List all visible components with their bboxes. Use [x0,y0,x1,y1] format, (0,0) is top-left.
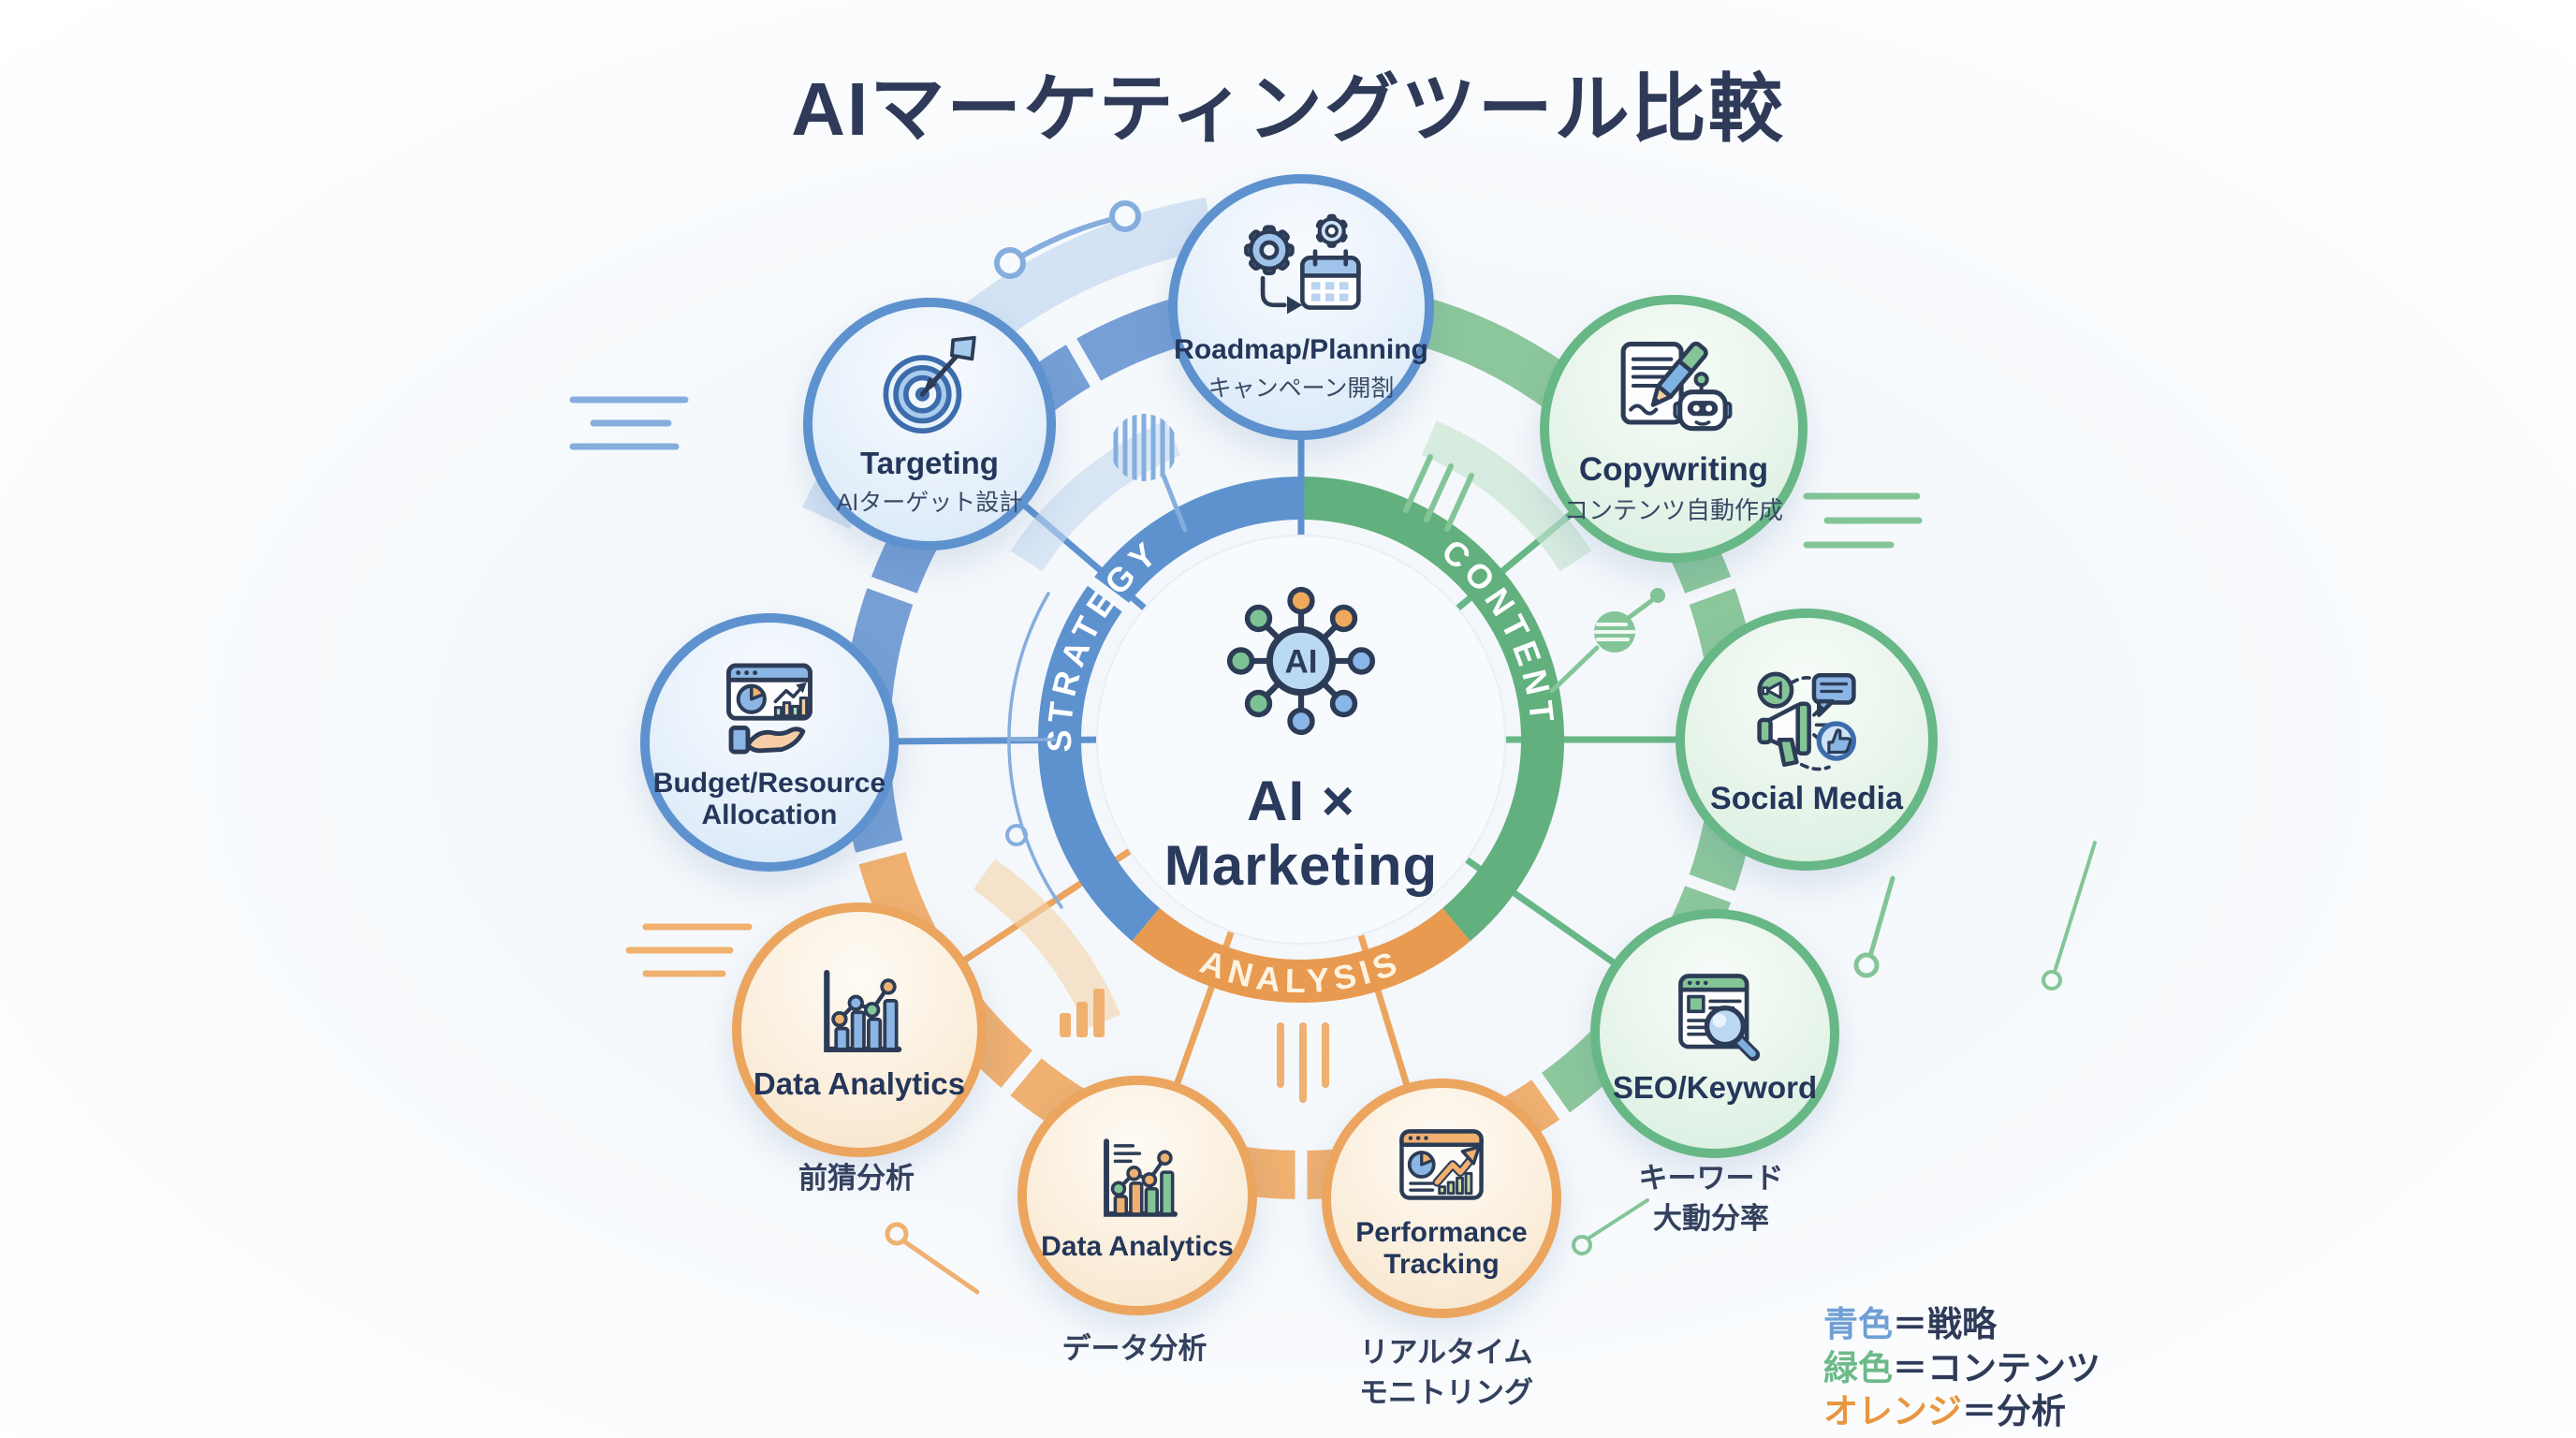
node-label: Data Analytics [1041,1231,1234,1263]
page-magnifier-icon [1678,973,1761,1061]
caption-data-analytics-bottom: データ分析 [1061,1332,1208,1365]
center-title: AI × Marketing [1164,770,1439,897]
inner-ring-analysis-arc [1132,907,1471,1003]
node-targeting: Targeting AIターゲット設計 [803,298,1056,550]
node-sublabel: キャンペーン開剳 [1208,374,1395,402]
legend-swatch-orange: オレンジ [1823,1392,1962,1431]
inner-ring-strategy-arc [1037,477,1302,942]
ai-network-hub-icon: AI [1226,586,1376,736]
pen-robot-icon [1620,341,1733,432]
caption-line: リアルタイム [1359,1336,1533,1369]
swoosh-orange-mid [973,858,1121,1030]
node-performance-tracking: Performance Tracking [1322,1078,1561,1318]
legend-swatch-blue: 青色 [1823,1305,1893,1343]
green-circle-decoration [1853,952,1880,978]
orange-vertical-ticks [1277,1022,1329,1103]
blue-connector-dot [1109,200,1141,232]
caption-line: モニトリング [1359,1375,1533,1409]
node-label: Budget/Resource [652,768,886,800]
node-label: Data Analytics [753,1065,966,1101]
node-data-analytics-bottom: Data Analytics [1017,1076,1257,1315]
orange-line-decoration [901,1239,980,1295]
legend-item-analysis: オレンジ＝分析 [1823,1390,2100,1434]
green-circle-decoration [1572,1235,1592,1255]
legend-value: ＝コンテンツ [1893,1348,2100,1387]
blue-dot-decoration [1005,824,1028,846]
caption-performance-tracking: リアルタイム モニトリング [1306,1333,1587,1414]
node-label: Social Media [1710,780,1903,816]
green-line-decoration [1868,875,1895,956]
orange-mini-bars-icon [1060,989,1105,1037]
node-sublabel: コンテンツ自動作成 [1563,496,1783,525]
green-line-decoration [2054,841,2097,971]
blue-speed-lines [569,396,689,450]
dashboard-hand-icon [726,663,812,755]
node-budget-resource-allocation: Budget/Resource Allocation [640,613,899,872]
legend-value: ＝戦略 [1893,1305,1997,1343]
caption-line: キーワード [1638,1162,1784,1195]
legend-swatch-green: 緑色 [1823,1348,1893,1387]
bar-line-chart-icon [1104,1138,1178,1218]
thin-blue-arc [1007,592,1063,909]
center-circle [1096,535,1506,945]
green-diagonal-lines [1403,454,1474,532]
green-circle-decoration [2042,970,2062,990]
orange-speed-lines [625,923,753,977]
swoosh-green-mid [1421,420,1592,572]
node-label: Allocation [701,800,838,830]
node-label: Copywriting [1578,450,1769,488]
node-seo-keyword: SEO/Keyword [1590,909,1839,1158]
bar-line-chart-icon [824,969,902,1052]
node-label: Targeting [860,445,999,480]
node-copywriting: Copywriting コンテンツ自動作成 [1540,295,1808,563]
node-label: Roadmap/Planning [1174,334,1428,366]
node-label: SEO/Keyword [1612,1069,1818,1105]
green-node-decoration [1549,588,1665,694]
center-hub: AI AI × Marketing [1114,582,1488,898]
legend-value: ＝分析 [1962,1392,2066,1431]
blue-connector-dot [994,247,1026,279]
decorations [569,200,2097,1295]
node-label: Performance [1355,1217,1528,1249]
node-roadmap-planning: Roadmap/Planning キャンペーン開剳 [1168,174,1434,440]
target-arrow-icon [883,335,976,433]
node-data-analytics-left: Data Analytics [732,902,987,1157]
caption-line: 大動分率 [1653,1201,1769,1235]
green-speed-lines [1803,492,1923,549]
gears-calendar-icon [1244,213,1361,315]
inner-ring-content-arc [1300,477,1565,942]
node-social-media: Social Media [1676,609,1938,871]
legend-item-strategy: 青色＝戦略 [1823,1303,2100,1347]
hub-ai-label: AI [1285,644,1318,681]
color-legend: 青色＝戦略 緑色＝コンテンツ オレンジ＝分析 [1823,1303,2100,1434]
node-label: Tracking [1383,1249,1500,1280]
node-sublabel: AIターゲット設計 [836,490,1023,517]
caption-data-analytics-left: 前猜分析 [798,1162,915,1195]
megaphone-icon [1757,671,1857,771]
orange-circle-decoration [885,1222,909,1246]
legend-item-content: 緑色＝コンテンツ [1823,1347,2100,1391]
page-title: AIマーケティングツール比較 [791,67,1785,151]
dashboard-arrow-icon [1399,1129,1484,1201]
caption-seo-keyword: キーワード 大動分率 [1571,1159,1852,1240]
inner-ring [1037,477,1565,1003]
